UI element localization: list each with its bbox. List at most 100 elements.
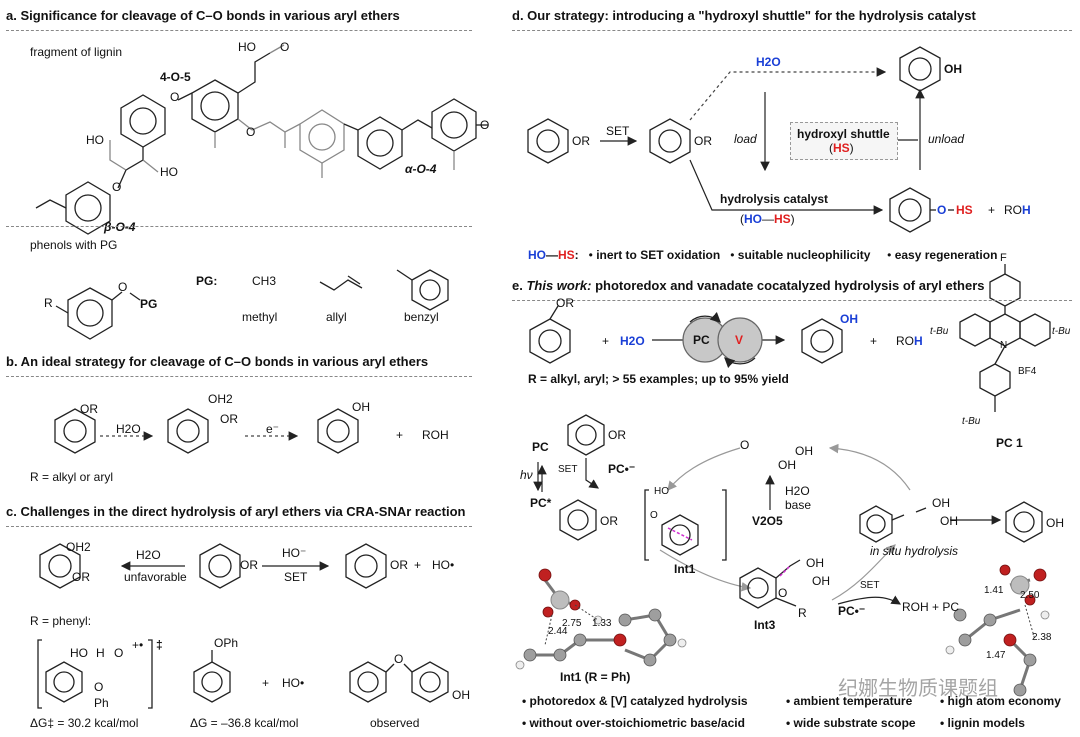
distance-label: 1.33 bbox=[592, 618, 612, 629]
v-oh-label: OH bbox=[795, 444, 813, 458]
pc-star: PC* bbox=[530, 496, 552, 510]
ho-label: HO bbox=[86, 133, 104, 147]
int1-3d-model bbox=[515, 568, 687, 670]
hydroxyl-radical: HO• bbox=[282, 676, 305, 690]
ts-o2: O bbox=[94, 680, 104, 694]
panel-e-title: e. This work: photoredox and vanadate co… bbox=[512, 278, 985, 293]
plus-sign: + bbox=[870, 334, 878, 348]
o-atom: O bbox=[480, 118, 490, 132]
panel-a-title: a. Significance for cleavage of C–O bond… bbox=[6, 8, 400, 23]
panel-d-title: d. Our strategy: introducing a "hydroxyl… bbox=[512, 8, 976, 23]
vanadate-oh: OH bbox=[932, 496, 950, 510]
int1-ho: HO bbox=[654, 486, 669, 497]
lignin-fragment bbox=[35, 44, 488, 235]
hs-label: HS bbox=[956, 203, 973, 217]
oh-label: OH bbox=[1046, 516, 1064, 530]
v-oh-label: OH bbox=[778, 458, 796, 472]
divider bbox=[512, 300, 1072, 301]
watermark: 纪娜生物质课题组 bbox=[838, 678, 998, 700]
hydroxyl-radical: HO• bbox=[432, 558, 455, 572]
set-label: SET bbox=[558, 464, 578, 475]
vanadate-oh: OH bbox=[940, 514, 958, 528]
nitrogen-label: N bbox=[1000, 340, 1008, 351]
hs-part: HS bbox=[558, 248, 575, 262]
distance-label: 2.50 bbox=[1020, 590, 1040, 601]
linkage-alpha-o4: α-O-4 bbox=[405, 162, 437, 176]
r-definition: R = alkyl or aryl bbox=[30, 470, 114, 484]
property-inert: inert to SET oxidation bbox=[596, 248, 721, 262]
methyl-formula: CH3 bbox=[252, 274, 277, 288]
int3-label: Int3 bbox=[754, 618, 776, 632]
feature-scope: wide substrate scope bbox=[793, 716, 916, 730]
feature-atom-economy: high atom economy bbox=[947, 694, 1061, 708]
linkage-4o5: 4-O-5 bbox=[160, 70, 191, 84]
or-label: OR bbox=[556, 296, 574, 310]
plus-sign: + bbox=[988, 203, 996, 217]
ho-label: HO bbox=[238, 40, 256, 54]
title-rest: photoredox and vanadate cocatalyzed hydr… bbox=[595, 278, 985, 293]
dg-product-label: ΔG = –36.8 kcal/mol bbox=[190, 716, 299, 730]
hydroxide-label: HO⁻ bbox=[282, 546, 307, 560]
feature-item: • photoredox & [V] catalyzed hydrolysis bbox=[522, 694, 748, 708]
v-circle-label: V bbox=[735, 333, 744, 347]
int3-r: R bbox=[798, 606, 807, 620]
hs-paren: (HS) bbox=[829, 141, 854, 155]
panel-b-title: b. An ideal strategy for cleavage of C–O… bbox=[6, 354, 429, 369]
water-label: H2O bbox=[136, 548, 161, 562]
divider bbox=[6, 30, 472, 31]
or-label: OR bbox=[694, 134, 712, 148]
oh-label: OH bbox=[352, 400, 370, 414]
or-label: OR bbox=[80, 402, 98, 416]
pc1-label: PC 1 bbox=[996, 436, 1023, 450]
ts-dagger: ‡ bbox=[156, 638, 163, 652]
set-label: SET bbox=[284, 570, 308, 584]
panel-c-title: c. Challenges in the direct hydrolysis o… bbox=[6, 504, 466, 519]
ho-hs-paren: (HO—HS) bbox=[740, 212, 795, 226]
water-label: H2O bbox=[116, 422, 141, 436]
hs-part: HS bbox=[774, 212, 791, 226]
property-regeneration: easy regeneration bbox=[894, 248, 998, 262]
ts-o: O bbox=[114, 646, 124, 660]
int3-oh: OH bbox=[806, 556, 824, 570]
or-label: OR bbox=[390, 558, 408, 572]
or-label: OR bbox=[572, 134, 590, 148]
int1-o: O bbox=[650, 510, 658, 521]
lignin-label: fragment of lignin bbox=[30, 45, 123, 59]
base-label: base bbox=[785, 498, 812, 512]
panel-d-drawing bbox=[527, 46, 954, 233]
tbu-label: t-Bu bbox=[962, 416, 981, 427]
o-atom: O bbox=[170, 90, 180, 104]
roh-label: ROH bbox=[422, 428, 449, 442]
pg-label: PG: bbox=[196, 274, 218, 288]
oh-label: OH bbox=[452, 688, 470, 702]
ts-charge: +• bbox=[132, 638, 144, 652]
properties-row: HO—HS: • inert to SET oxidation • suitab… bbox=[528, 248, 998, 262]
pg-group: PG bbox=[140, 297, 158, 311]
o-atom: O bbox=[112, 180, 122, 194]
oh2-label: OH2 bbox=[208, 392, 233, 406]
or-label: OR bbox=[220, 412, 238, 426]
oh-label: OH bbox=[840, 312, 858, 326]
divider bbox=[6, 526, 472, 527]
panel-b-drawing bbox=[54, 408, 359, 454]
feature-ambient: ambient temperature bbox=[793, 694, 913, 708]
water-label: H2O bbox=[756, 55, 781, 69]
plus-sign: + bbox=[414, 558, 422, 572]
in-situ-label: in situ hydrolysis bbox=[870, 544, 959, 558]
set-label: SET bbox=[606, 124, 630, 138]
roh-pc-label: ROH + PC bbox=[902, 600, 960, 614]
water-label: H2O bbox=[620, 334, 645, 348]
phenols-label: phenols with PG bbox=[30, 238, 118, 252]
distance-label: 2.44 bbox=[548, 626, 568, 637]
load-label: load bbox=[734, 132, 757, 146]
int3-oh: OH bbox=[812, 574, 830, 588]
hv-label: hν bbox=[520, 468, 533, 482]
title-em: This work: bbox=[526, 278, 592, 293]
oh2-label: OH2 bbox=[66, 540, 91, 554]
r-phenyl-label: R = phenyl: bbox=[30, 614, 92, 628]
hydroxyl-shuttle-label: hydroxyl shuttle bbox=[797, 127, 890, 141]
or-label: OR bbox=[72, 570, 90, 584]
distance-label: 2.38 bbox=[1032, 632, 1052, 643]
title-prefix: e. bbox=[512, 278, 523, 293]
